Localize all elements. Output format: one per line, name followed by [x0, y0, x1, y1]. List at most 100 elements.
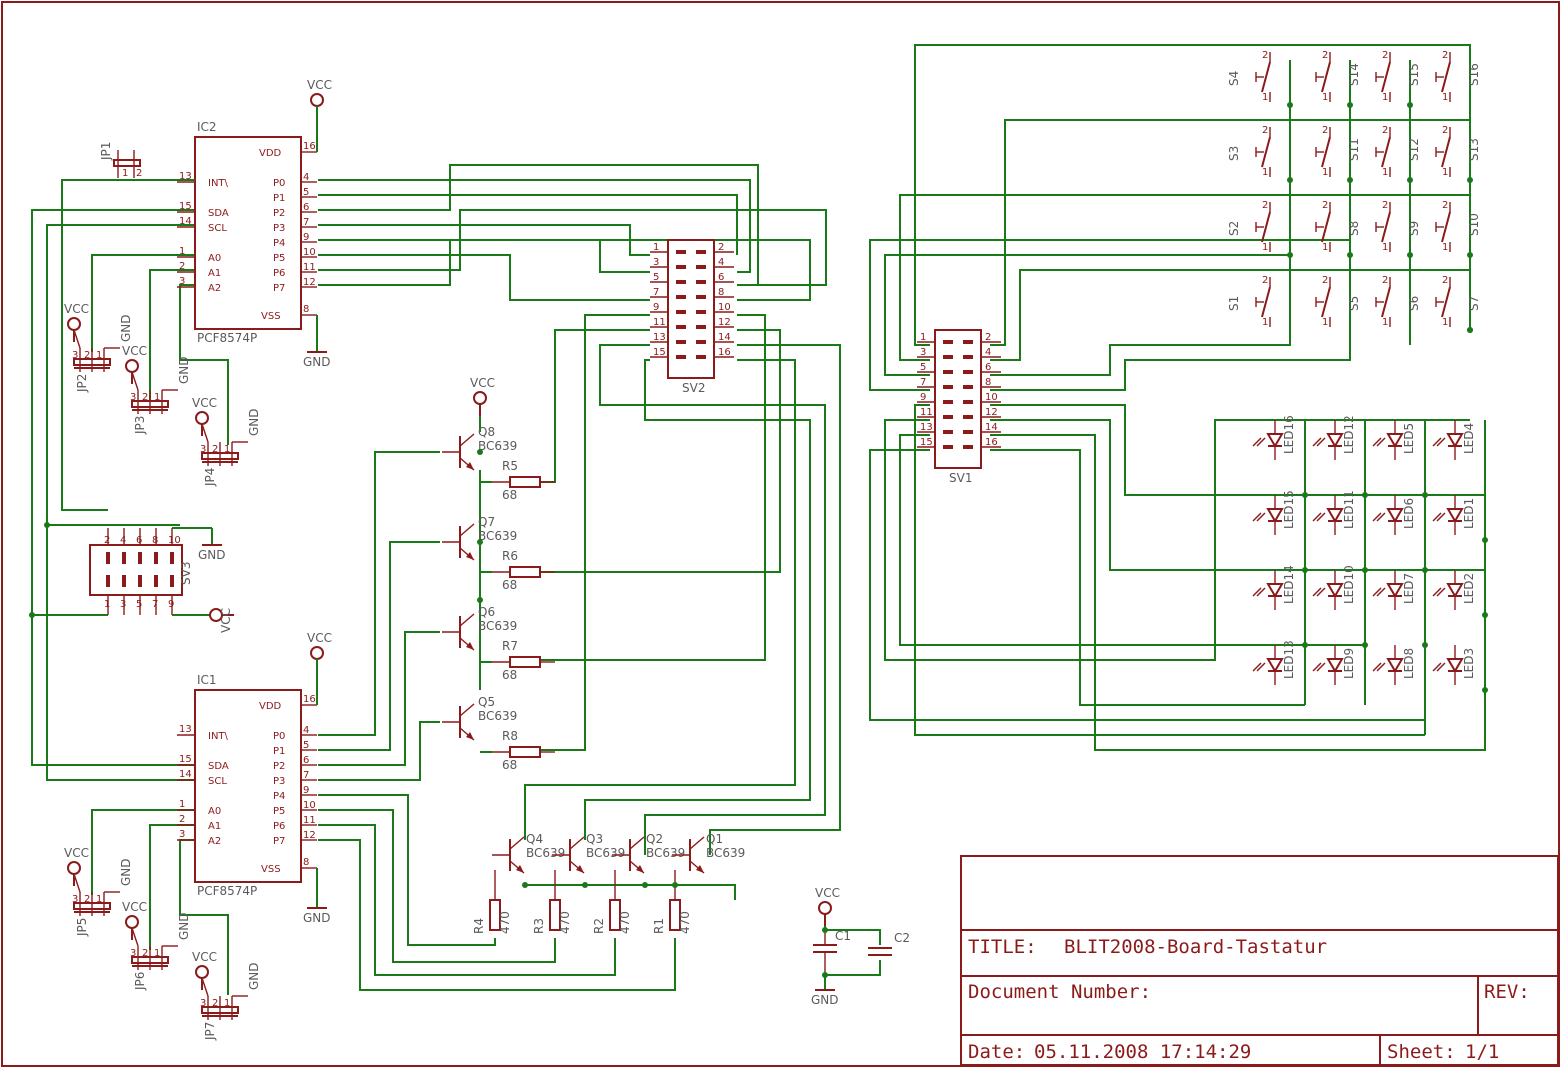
- led-ray: [1252, 662, 1262, 672]
- jumper-body: [113, 159, 141, 167]
- led-led5: LED5: [1372, 420, 1416, 460]
- led-led3: LED3: [1432, 645, 1476, 685]
- resistor-name: R3: [532, 918, 546, 934]
- junction-dot: [44, 522, 50, 528]
- vcc-symbol: VCC: [64, 846, 89, 886]
- switch-blade: [1381, 136, 1391, 168]
- ic-pin-name: SDA: [208, 761, 229, 772]
- led-ray: [1436, 662, 1446, 672]
- transistor-name: Q2: [646, 832, 663, 846]
- header-pin-num: 3: [920, 347, 926, 358]
- led-ray: [1436, 437, 1446, 447]
- junction-dot: [29, 612, 35, 618]
- header-pin-num: 4: [985, 347, 991, 358]
- header-pad: [676, 265, 686, 269]
- led-name: LED8: [1402, 648, 1416, 679]
- switch-name: S2: [1227, 221, 1241, 236]
- ic-pin-name: VDD: [259, 701, 282, 712]
- led-ray: [1372, 662, 1382, 672]
- gnd-symbol: GND: [198, 544, 226, 562]
- led-led11: LED11: [1312, 490, 1356, 535]
- header-pad: [943, 385, 953, 389]
- led-name: LED4: [1462, 423, 1476, 454]
- junction-dot: [672, 882, 678, 888]
- led-ray: [1376, 587, 1386, 597]
- led-triangle: [1266, 583, 1284, 598]
- switch-blade: [1321, 136, 1331, 168]
- vcc-label: VCC: [192, 950, 217, 964]
- title-label: TITLE:: [968, 936, 1037, 958]
- led-led12: LED12: [1312, 415, 1356, 460]
- jumper-pin-num: 1: [224, 444, 230, 455]
- header-pin-num: 1: [653, 242, 659, 253]
- led-triangle: [1386, 433, 1404, 448]
- resistor-body: [509, 566, 541, 578]
- header-pin-num: 11: [653, 317, 666, 328]
- jumper-pin-num: 3: [200, 444, 206, 455]
- transistor-arrow: [466, 462, 474, 470]
- resistor-name: R7: [502, 639, 518, 653]
- jumper-gnd: GND: [177, 912, 191, 940]
- ic-pin-num: 8: [303, 857, 309, 868]
- header-pad: [943, 340, 953, 344]
- resistor-value: 470: [618, 911, 632, 934]
- ic-name: IC1: [197, 673, 217, 687]
- led-name: LED9: [1342, 648, 1356, 679]
- ic-pin-num: 11: [303, 815, 316, 826]
- led-triangle: [1446, 508, 1464, 523]
- led-led10: LED10: [1312, 565, 1356, 610]
- header-pin-num: 5: [653, 272, 659, 283]
- jumper-pin-num: 2: [212, 444, 218, 455]
- header-pad: [963, 445, 973, 449]
- header-pin-num: 4: [120, 535, 126, 546]
- junction-dot: [582, 882, 588, 888]
- header-pad: [138, 575, 142, 587]
- ic-pin-name: P7: [273, 836, 285, 847]
- switch-pin-num: 2: [1382, 275, 1388, 286]
- led-triangle: [1446, 433, 1464, 448]
- ic-pin-name: P5: [273, 806, 285, 817]
- header-pad: [696, 310, 706, 314]
- junction-dot: [1467, 252, 1473, 258]
- junction-dot: [1422, 492, 1428, 498]
- jumper-gnd: GND: [177, 356, 191, 384]
- vcc-symbol: VCC: [307, 631, 332, 671]
- led-led15: LED15: [1252, 490, 1296, 535]
- header-pin-num: 6: [718, 272, 724, 283]
- switch-pin-num: 1: [1322, 242, 1328, 253]
- led-name: LED7: [1402, 573, 1416, 604]
- vcc-ring: [125, 915, 139, 929]
- switch-name: S14: [1347, 63, 1361, 86]
- led-ray: [1432, 587, 1442, 597]
- ic-pin-num: 4: [303, 725, 309, 736]
- header-pad: [943, 400, 953, 404]
- switch-pin-num: 1: [1262, 242, 1268, 253]
- header-pad: [696, 250, 706, 254]
- jumper-name: JP3: [133, 416, 147, 435]
- led-name: LED1: [1462, 498, 1476, 529]
- switch-blade: [1441, 61, 1451, 93]
- jumper-name: JP6: [133, 972, 147, 991]
- ic-pin-num: 3: [179, 829, 185, 840]
- led-ray: [1432, 437, 1442, 447]
- header-pin-num: 15: [920, 437, 933, 448]
- header-pin-num: 8: [718, 287, 724, 298]
- ic-pin-num: 5: [303, 187, 309, 198]
- junction-dot: [1482, 687, 1488, 693]
- header-pad: [676, 355, 686, 359]
- header-pin-num: 7: [653, 287, 659, 298]
- header-pin-num: 3: [120, 599, 126, 610]
- ic-pin-num: 15: [179, 201, 192, 212]
- led-ray: [1316, 437, 1326, 447]
- ic-pin-name: VDD: [259, 148, 282, 159]
